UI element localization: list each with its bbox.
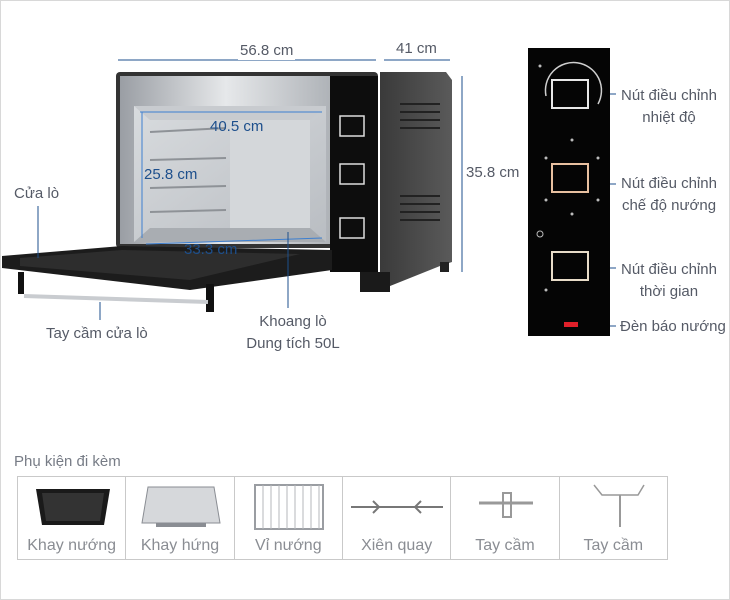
inner-depth-dimension: 33.3 cm [184,241,238,258]
accessories-title: Phụ kiện đi kèm [14,453,121,470]
wire-rack-icon [253,484,324,530]
accessory-name: Tay cầm [475,537,535,554]
accessory-name: Tay cầm [583,537,644,554]
temp-knob-label-line2: nhiệt độ [642,109,696,126]
accessory-item: Tay cầm [560,477,667,559]
indicator-label: Đèn báo nướng [620,318,726,335]
accessory-item: Khay nướng [18,477,127,559]
accessory-name: Khay nướng [27,537,117,554]
accessory-item: Xiên quay [343,477,452,559]
temp-knob-label-line1: Nút điều chỉnh [621,87,717,104]
accessory-name: Vỉ nướng [255,537,322,554]
accessory-item: Tay cầm [451,477,560,559]
oven-body [2,72,452,312]
inner-dimension-lines [140,111,323,245]
accessory-name: Xiên quay [361,537,433,554]
accessory-item: Vỉ nướng [235,477,343,559]
timer-knob-label-line1: Nút điều chỉnh [621,261,717,278]
oven-diagram [2,48,616,336]
accessory-name: Khay hứng [140,537,220,554]
rotisserie-spit-icon [350,500,443,514]
inner-height-dimension: 25.8 cm [144,166,198,183]
cavity-label: Khoang lò Dung tích 50L [238,312,348,353]
control-panel-closeup [528,48,610,336]
height-dimension: 35.8 cm [464,163,522,182]
baking-tray-icon [36,489,110,525]
door-label: Cửa lò [14,185,60,202]
inner-width-dimension: 40.5 cm [210,118,264,135]
spit-handle-icon [479,492,534,518]
cavity-label-line2: Dung tích 50L [246,335,340,352]
door-handle-label: Tay cầm cửa lò [46,325,148,342]
rack-handle-icon [593,484,645,527]
timer-knob-label: Nút điều chỉnh thời gian [616,260,722,301]
depth-dimension: 41 cm [394,39,439,58]
accessory-item: Khay hứng [126,477,235,559]
width-dimension: 56.8 cm [238,41,296,60]
temp-knob-label: Nút điều chỉnh nhiệt độ [616,86,722,127]
drip-tray-icon [141,486,221,527]
accessories-list: Khay nướng Khay hứng Vỉ nướng Xiên quay [17,476,668,560]
mode-knob-label-line1: Nút điều chỉnh [621,175,717,192]
outer-dimension-lines [118,59,463,272]
indicator-light-icon [564,322,578,327]
cavity-label-line1: Khoang lò [259,313,327,330]
mode-knob-label-line2: chế độ nướng [621,197,717,214]
mode-knob-label: Nút điều chỉnh chế độ nướng [616,174,722,215]
timer-knob-label-line2: thời gian [639,283,699,300]
